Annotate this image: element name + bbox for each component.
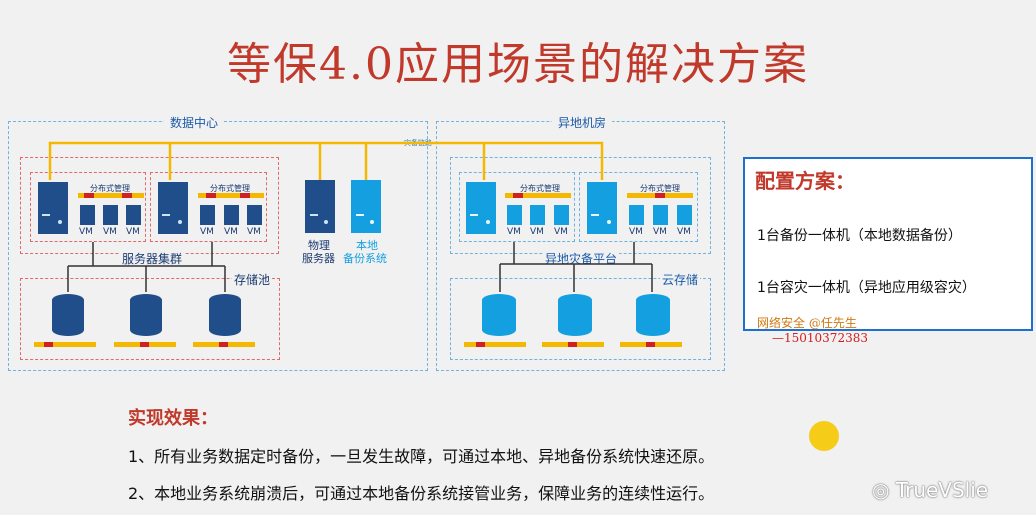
datacenter-label: 数据中心	[164, 114, 225, 131]
storage-cylinder-icon	[209, 294, 241, 336]
server-tower-icon	[38, 182, 68, 234]
author-credit: 网络安全 @任先生	[757, 316, 857, 330]
remote-host-box-1	[459, 172, 575, 242]
link-lines	[48, 141, 604, 180]
config-title: 配置方案：	[755, 169, 855, 193]
disk-strip-icon	[627, 193, 693, 198]
physical-server-icon	[305, 180, 335, 233]
disk-strip-icon	[505, 193, 571, 198]
vm-mini-icon	[103, 205, 118, 225]
config-line-2: 1台容灾一体机（异地应用级容灾）	[757, 280, 976, 296]
storage-pool-box	[20, 278, 280, 360]
effect-item-1: 1、所有业务数据定时备份，一旦发生故障，可通过本地、异地备份系统快速还原。	[128, 447, 715, 466]
vm-mini-icon	[507, 205, 522, 225]
disk-strip-icon	[198, 193, 264, 198]
remote-host-box-2	[579, 172, 698, 242]
config-line-1: 1台备份一体机（本地数据备份）	[757, 228, 962, 244]
watermark-text: TrueVSlie	[895, 478, 989, 502]
storage-cylinder-icon	[130, 294, 162, 336]
watermark: ◎ TrueVSlie	[872, 478, 988, 502]
vm-mini-icon	[224, 205, 239, 225]
pointer-highlight	[809, 421, 839, 451]
storage-pool-label: 存储池	[232, 271, 273, 288]
host-box-2	[150, 172, 267, 242]
cloud-cylinder-icon	[482, 294, 516, 336]
weibo-icon: ◎	[872, 478, 890, 502]
vm-mini-icon	[554, 205, 569, 225]
vm-mini-icon	[629, 205, 644, 225]
server-tower-icon	[587, 182, 617, 234]
vm-label-1b: VM	[103, 227, 117, 237]
cloud-label: 云存储	[660, 271, 701, 288]
server-tower-icon	[158, 182, 188, 234]
effects-title: 实现效果：	[128, 408, 218, 429]
vm-mini-icon	[80, 205, 95, 225]
physical-server-label-1: 物理	[308, 239, 330, 252]
disk-strip-icon	[78, 193, 144, 198]
platform-label: 异地灾备平台	[543, 250, 620, 267]
remote-vm-label-2c: VM	[677, 227, 691, 237]
slide-title: 等保4.0应用场景的解决方案	[227, 39, 809, 90]
vm-label-2c: VM	[247, 227, 261, 237]
remote-mgmt-label-2: 分布式管理	[640, 184, 680, 193]
local-backup-icon	[351, 180, 381, 233]
remote-label: 异地机房	[552, 114, 613, 131]
vm-mini-icon	[530, 205, 545, 225]
vm-label-1a: VM	[79, 227, 93, 237]
remote-vm-label-2b: VM	[653, 227, 667, 237]
connector-lines	[67, 242, 653, 292]
local-backup-label-1: 本地	[356, 239, 378, 252]
vm-mini-icon	[200, 205, 215, 225]
vm-label-1c: VM	[126, 227, 140, 237]
vm-mini-icon	[653, 205, 668, 225]
mgmt-label-1: 分布式管理	[90, 184, 130, 193]
vm-mini-icon	[126, 205, 141, 225]
disk-strip-icon	[34, 342, 255, 347]
cloud-cylinder-icon	[636, 294, 670, 336]
remote-vm-label-1b: VM	[530, 227, 544, 237]
disk-strip-icon	[464, 342, 682, 347]
vm-mini-icon	[247, 205, 262, 225]
remote-vm-label-1c: VM	[554, 227, 568, 237]
config-panel: 配置方案： 1台备份一体机（本地数据备份） 1台容灾一体机（异地应用级容灾）	[743, 157, 1033, 331]
remote-vm-label-2a: VM	[629, 227, 643, 237]
remote-vm-label-1a: VM	[507, 227, 521, 237]
cloud-cylinder-icon	[558, 294, 592, 336]
author-phone: —15010372383	[772, 331, 868, 345]
vm-label-2b: VM	[224, 227, 238, 237]
vm-label-2a: VM	[200, 227, 214, 237]
remote-mgmt-label-1: 分布式管理	[520, 184, 560, 193]
effect-item-2: 2、本地业务系统崩溃后，可通过本地备份系统接管业务，保障业务的连续性运行。	[128, 484, 715, 503]
storage-cylinder-icon	[52, 294, 84, 336]
mgmt-label-2: 分布式管理	[210, 184, 250, 193]
cloud-storage-box	[450, 278, 711, 360]
host-box-1	[30, 172, 146, 242]
server-tower-icon	[466, 182, 496, 234]
vm-mini-icon	[677, 205, 692, 225]
cluster-label: 服务器集群	[120, 250, 185, 267]
physical-server-label-2: 服务器	[302, 252, 335, 265]
local-backup-label-2: 备份系统	[343, 252, 387, 265]
